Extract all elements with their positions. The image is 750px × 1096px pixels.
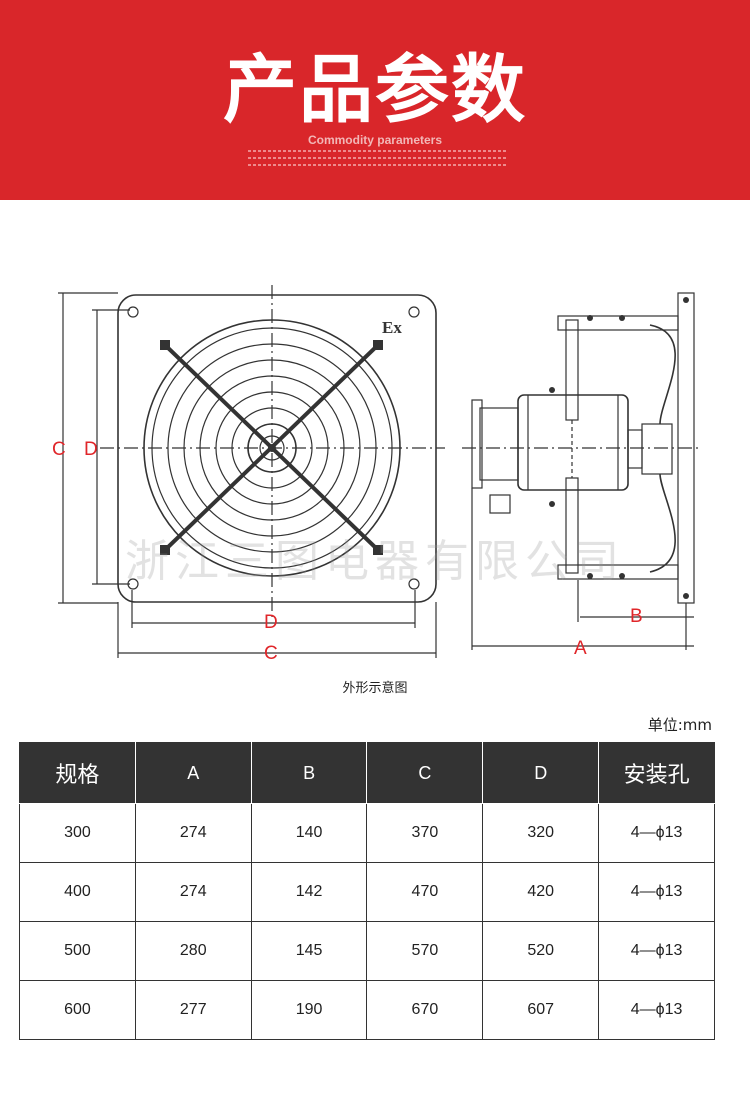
side-bolts [549, 297, 689, 599]
table-cell: 500 [19, 921, 136, 981]
header-spec: 规格 [19, 742, 136, 804]
table-cell: 140 [250, 803, 368, 863]
drawing-caption: 外形示意图 [342, 681, 408, 696]
decorative-lines [248, 150, 508, 171]
table-cell: 4—ϕ13 [598, 980, 715, 1040]
table-cell: 4—ϕ13 [598, 862, 715, 922]
table-cell: 520 [482, 921, 600, 981]
header-b: B [250, 742, 368, 804]
table-cell: 274 [134, 862, 252, 922]
table-cell: 190 [250, 980, 368, 1040]
table-cell: 420 [482, 862, 600, 922]
table-row: 500 280 145 570 520 4—ϕ13 [19, 921, 715, 981]
table-row: 300 274 140 370 320 4—ϕ13 [19, 803, 715, 863]
page-subtitle: Commodity parameters [307, 133, 443, 147]
table-cell: 570 [366, 921, 484, 981]
dim-label-c-bottom: C [264, 643, 278, 664]
header-mount-holes: 安装孔 [598, 742, 715, 804]
table-cell: 607 [482, 980, 600, 1040]
header-c: C [366, 742, 484, 804]
page-title: 产品参数 [223, 47, 527, 133]
header-banner: 产品参数 Commodity parameters [0, 0, 750, 200]
fan-outline-drawing: C D D C Ex B A [52, 285, 700, 664]
header-a: A [134, 742, 252, 804]
table-cell: 470 [366, 862, 484, 922]
front-view [58, 285, 445, 658]
table-cell: 145 [250, 921, 368, 981]
table-cell: 4—ϕ13 [598, 921, 715, 981]
dim-label-b: B [630, 606, 643, 627]
table-row: 600 277 190 670 607 4—ϕ13 [19, 980, 715, 1040]
header-d: D [482, 742, 600, 804]
spec-table-header: 规格 A B C D 安装孔 [19, 742, 715, 804]
dim-label-a: A [574, 638, 587, 659]
dim-label-d-left: D [84, 439, 98, 460]
table-cell: 370 [366, 803, 484, 863]
spec-table: 规格 A B C D 安装孔 300 274 140 370 320 4—ϕ13… [19, 742, 715, 1040]
table-cell: 320 [482, 803, 600, 863]
table-cell: 280 [134, 921, 252, 981]
dim-label-c-left: C [52, 439, 66, 460]
table-row: 400 274 142 470 420 4—ϕ13 [19, 862, 715, 922]
table-cell: 670 [366, 980, 484, 1040]
table-cell: 4—ϕ13 [598, 803, 715, 863]
side-view [462, 292, 700, 650]
strut-feet [160, 340, 383, 555]
table-cell: 277 [134, 980, 252, 1040]
table-cell: 400 [19, 862, 136, 922]
dim-label-d-bottom: D [264, 612, 278, 633]
ex-mark: Ex [382, 318, 402, 337]
table-cell: 274 [134, 803, 252, 863]
table-cell: 600 [19, 980, 136, 1040]
table-cell: 300 [19, 803, 136, 863]
unit-label: 单位:mm [647, 716, 712, 734]
table-cell: 142 [250, 862, 368, 922]
